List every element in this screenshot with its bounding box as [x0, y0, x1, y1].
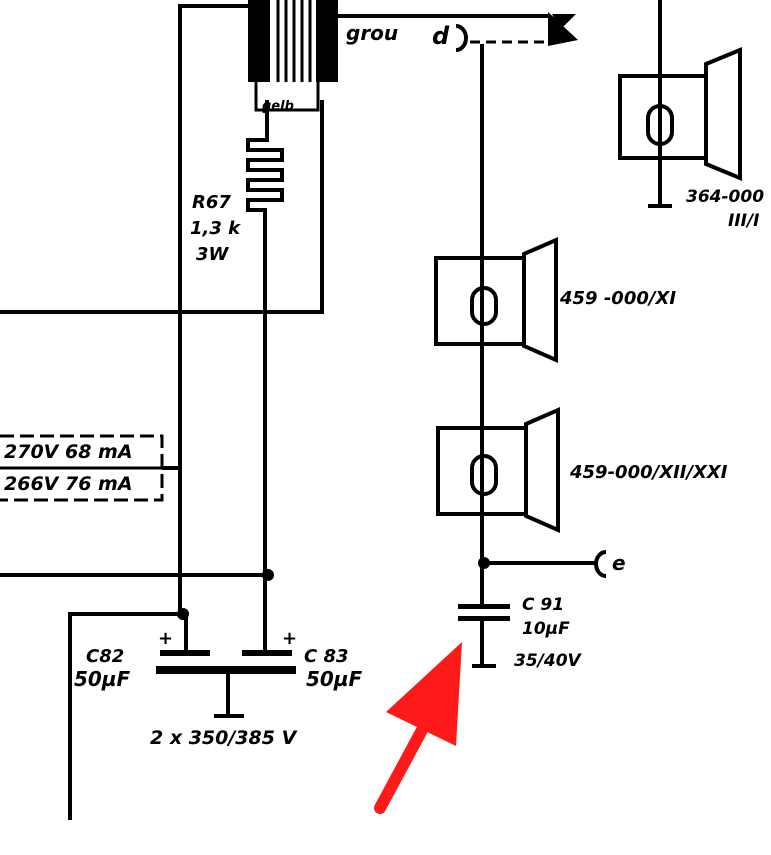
resistor-r67: [246, 118, 284, 222]
speaker-364: [618, 47, 742, 181]
terminal-d-icon: [455, 24, 468, 52]
wire-horizontal-bus: [0, 100, 324, 314]
red-arrow-icon: [374, 642, 462, 814]
wire-left-main: [178, 4, 250, 614]
capacitor-c91: [458, 604, 510, 621]
c83-value: 50µF: [306, 667, 363, 691]
c82-value: 50µF: [74, 667, 131, 691]
c91-value: 10µF: [522, 619, 570, 639]
dual-cap-rating: 2 x 350/385 V: [150, 727, 298, 749]
transformer-tap-label: gelb: [262, 99, 294, 114]
terminal-e-icon: [594, 550, 607, 578]
speaker-459-xii-part: 459-000/XII/XXI: [569, 462, 728, 483]
resistor-power: 3W: [196, 244, 230, 265]
output-transformer: [248, 0, 338, 112]
terminal-d-label: d: [432, 22, 450, 50]
c83-ref: C 83: [304, 646, 349, 667]
wire-c82-lead: [68, 612, 188, 820]
c83-polarity: +: [282, 628, 297, 649]
c91-rating: 35/40V: [514, 651, 583, 671]
resistor-value: 1,3 k: [190, 218, 241, 239]
c82-ref: C82: [86, 646, 124, 667]
output-connector-top-icon: [552, 14, 576, 30]
speaker-459-xi: [434, 236, 558, 364]
junction-dots: [177, 557, 490, 620]
voltage-line-2: 266V 76 mA: [4, 473, 133, 495]
voltage-box: [0, 434, 164, 502]
terminal-e-label: e: [612, 551, 626, 575]
c91-ref: C 91: [522, 595, 564, 615]
speaker-364-suffix: III/I: [728, 211, 760, 231]
speaker-459-xii: [436, 406, 560, 534]
transformer-wire-label: grou: [346, 21, 398, 45]
wires: [0, 0, 672, 820]
voltage-line-1: 270V 68 mA: [4, 441, 133, 463]
resistor-ref: R67: [192, 192, 231, 213]
capacitor-dual-c82-c83: [156, 650, 296, 674]
c82-polarity: +: [158, 628, 173, 649]
speaker-364-part: 364-000: [686, 187, 764, 207]
speaker-459-xi-part: 459 -000/XI: [559, 288, 676, 309]
